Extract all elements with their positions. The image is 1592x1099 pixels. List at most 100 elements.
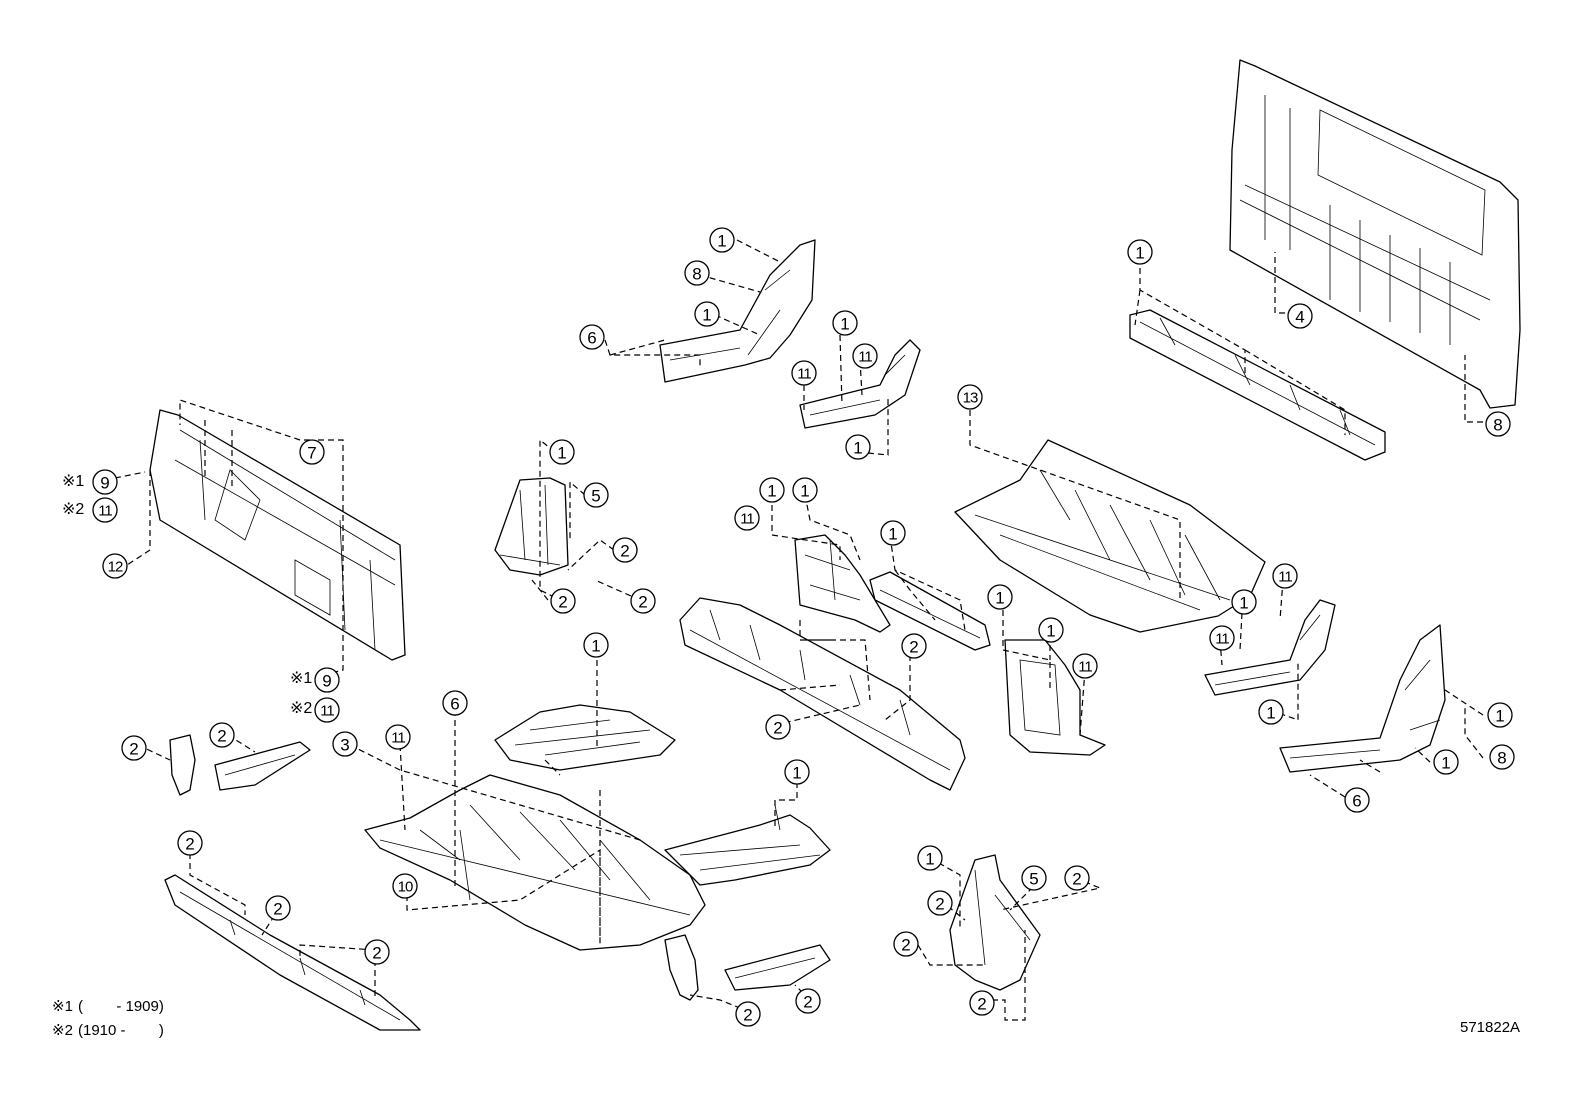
front-floor-pan [364, 774, 706, 951]
callout-1: 1 [880, 520, 906, 546]
callout-circle [209, 722, 235, 748]
callout-8: 8 [1489, 744, 1515, 770]
callout-label: 1 [1266, 704, 1275, 723]
callout-circle [392, 873, 418, 899]
legend-mark-1: ※1 [52, 998, 73, 1015]
callout-circle [684, 260, 710, 286]
callout-label: 2 [372, 944, 381, 963]
legend-text-1: ( - 1909) [78, 998, 164, 1015]
callout-label: 8 [692, 265, 701, 284]
callout-circle [784, 759, 810, 785]
callout-1: 1 [1433, 749, 1459, 775]
callout-label: 4 [1295, 308, 1304, 327]
center-pillar-bracket [794, 534, 891, 633]
callout-circle [364, 939, 390, 965]
diagram-code: 571822A [1460, 1019, 1520, 1036]
callout-4: 4 [1287, 303, 1313, 329]
callout-label: 2 [217, 727, 226, 746]
callout-circle [385, 724, 411, 750]
callout-label: 2 [1072, 870, 1081, 889]
callout-circle [549, 439, 575, 465]
callout-label: 11 [797, 366, 811, 383]
callout-label: 8 [1493, 416, 1502, 435]
callout-circle [852, 343, 878, 369]
callout-circle [1272, 563, 1298, 589]
callout-1: 1 [1487, 702, 1513, 728]
callout-label: 1 [792, 764, 801, 783]
callout-8: 8 [1485, 411, 1511, 437]
callout-1: 1 [845, 434, 871, 460]
callout-1: 1 [759, 477, 785, 503]
callout-circle [92, 497, 118, 523]
callout-8: 8 [684, 260, 710, 286]
callout-circle [332, 731, 358, 757]
callout-2: 2 [612, 537, 638, 563]
callout-1: 1 [549, 439, 575, 465]
callout-10: 10 [392, 873, 418, 899]
callout-2: 2 [265, 895, 291, 921]
callout-6: 6 [1344, 787, 1370, 813]
callout-label: 2 [773, 719, 782, 738]
callout-circle [1344, 787, 1370, 813]
callout-label: 1 [702, 306, 711, 325]
callout-1: 1 [1127, 239, 1153, 265]
reinforcement-left-small [214, 741, 311, 791]
callout-circle [893, 931, 919, 957]
callout-circle [765, 714, 791, 740]
callout-circle [795, 988, 821, 1014]
callout-circle [1072, 653, 1098, 679]
marker-note-1: ※1 [290, 670, 312, 687]
callout-circle [630, 588, 656, 614]
callout-circle [845, 434, 871, 460]
rear-side-member-right [1204, 599, 1336, 696]
callout-label: 2 [935, 895, 944, 914]
callout-11: 11 [1072, 653, 1098, 679]
callout-9: 9 [92, 469, 118, 495]
bracket-left-small [169, 734, 196, 796]
callout-circle [880, 520, 906, 546]
callout-11: 11 [92, 497, 118, 523]
callout-1: 1 [709, 227, 735, 253]
callout-1: 1 [987, 584, 1013, 610]
callout-11: 11 [385, 724, 411, 750]
callout-label: 1 [557, 444, 566, 463]
reinforcement-bottom [724, 944, 831, 991]
callout-2: 2 [795, 988, 821, 1014]
callout-circle [709, 227, 735, 253]
callout-label: 1 [1441, 754, 1450, 773]
callout-11: 11 [1272, 563, 1298, 589]
callout-label: 3 [340, 736, 349, 755]
callout-label: 11 [740, 511, 754, 528]
callout-2: 2 [893, 931, 919, 957]
callout-label: 1 [925, 850, 934, 869]
floor-side-member-upper [659, 239, 816, 383]
callout-2: 2 [209, 722, 235, 748]
callout-label: 2 [901, 936, 910, 955]
callout-circle [1258, 699, 1284, 725]
callout-11: 11 [852, 343, 878, 369]
callout-circle [792, 477, 818, 503]
rocker-reinforcement [679, 597, 966, 791]
callout-11: 11 [734, 505, 760, 531]
callout-circle [832, 310, 858, 336]
callout-6: 6 [442, 690, 468, 716]
pillar-bracket-bottom [664, 934, 699, 1001]
callout-1: 1 [583, 632, 609, 658]
callout-label: 2 [273, 900, 282, 919]
callout-circle [969, 990, 995, 1016]
callout-circle [1433, 749, 1459, 775]
callout-13: 13 [957, 384, 983, 410]
callout-1: 1 [832, 310, 858, 336]
callout-label: 5 [591, 487, 600, 506]
marker-note-2: ※2 [62, 501, 84, 518]
callout-label: 2 [977, 995, 986, 1014]
callout-2: 2 [969, 990, 995, 1016]
callout-6: 6 [579, 324, 605, 350]
callout-circle [1287, 303, 1313, 329]
callout-circle [917, 845, 943, 871]
callout-circle [1209, 625, 1235, 651]
callout-11: 11 [791, 360, 817, 386]
callout-label: 9 [322, 672, 331, 691]
